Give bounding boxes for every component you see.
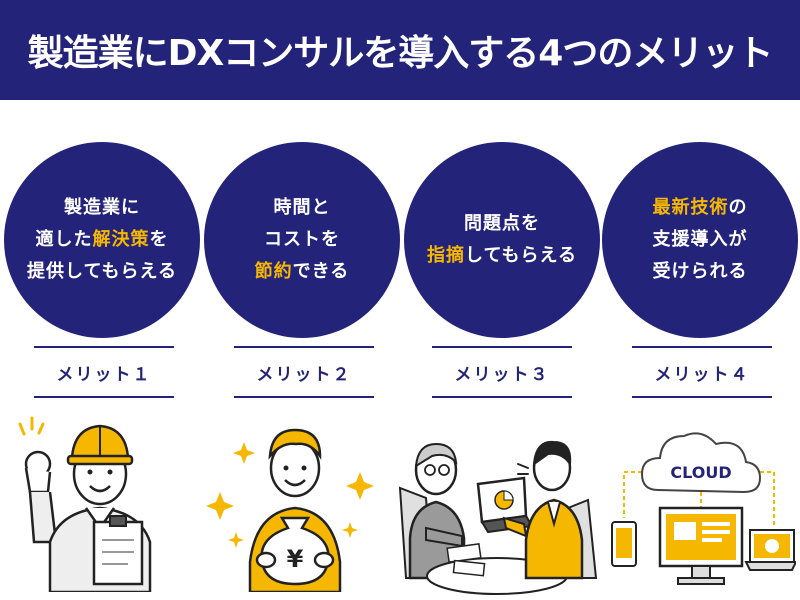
merit-text: 時間と [273, 197, 331, 218]
worker-illustration [18, 416, 152, 592]
merit-text: コストを [264, 229, 340, 250]
cloud-label: CLOUD [670, 463, 731, 482]
cloud-illustration: CLOUD [611, 432, 796, 585]
merit-text: 提供してもらえる [26, 261, 178, 282]
merit-text: 受けられる [652, 261, 748, 282]
merit-label-4: メリット４ [632, 346, 772, 398]
merit-text-line: 時間と [274, 192, 331, 224]
title-banner: 製造業にDXコンサルを導入する4つのメリット [0, 0, 800, 100]
money-bag-illustration: ¥ [206, 428, 374, 592]
merit-text: の [728, 197, 748, 218]
merit-label-3: メリット３ [432, 346, 572, 398]
merit-text-line: 問題点を [464, 208, 540, 240]
highlight-text: 指摘 [426, 245, 465, 266]
merit-text-line: 提供してもらえる [27, 256, 177, 288]
merit-text-line: 最新技術の [653, 192, 748, 224]
merit-text-line: コストを [264, 224, 340, 256]
merit-text-line: 製造業に [64, 192, 140, 224]
merit-text: 製造業に [64, 197, 140, 218]
merit-text: 問題点を [464, 213, 540, 234]
merit-label-2: メリット２ [234, 346, 374, 398]
merit-text: 支援導入が [652, 229, 748, 250]
highlight-text: 解決策 [92, 229, 150, 250]
page-title: 製造業にDXコンサルを導入する4つのメリット [27, 33, 774, 74]
merit-text: できる [292, 261, 350, 282]
meeting-illustration [398, 440, 598, 595]
merit-text-line: 受けられる [653, 256, 748, 288]
merit-circle-3: 問題点を指摘してもらえる [404, 142, 600, 338]
merit-text: 適した [35, 229, 93, 250]
merit-label-1: メリット１ [34, 346, 174, 398]
merit-text-line: 指摘してもらえる [427, 240, 577, 272]
merit-text: してもらえる [464, 245, 578, 266]
highlight-text: 節約 [254, 261, 293, 282]
merit-text-line: 支援導入が [653, 224, 748, 256]
merit-text: を [149, 229, 169, 250]
merit-text-line: 節約できる [255, 256, 350, 288]
highlight-text: 最新技術 [652, 197, 729, 218]
merit-text-line: 適した解決策を [36, 224, 169, 256]
merit-circle-2: 時間とコストを節約できる [204, 142, 400, 338]
merit-circle-1: 製造業に適した解決策を提供してもらえる [4, 142, 200, 338]
yen-symbol: ¥ [287, 545, 304, 573]
merit-circle-4: 最新技術の支援導入が受けられる [602, 142, 798, 338]
